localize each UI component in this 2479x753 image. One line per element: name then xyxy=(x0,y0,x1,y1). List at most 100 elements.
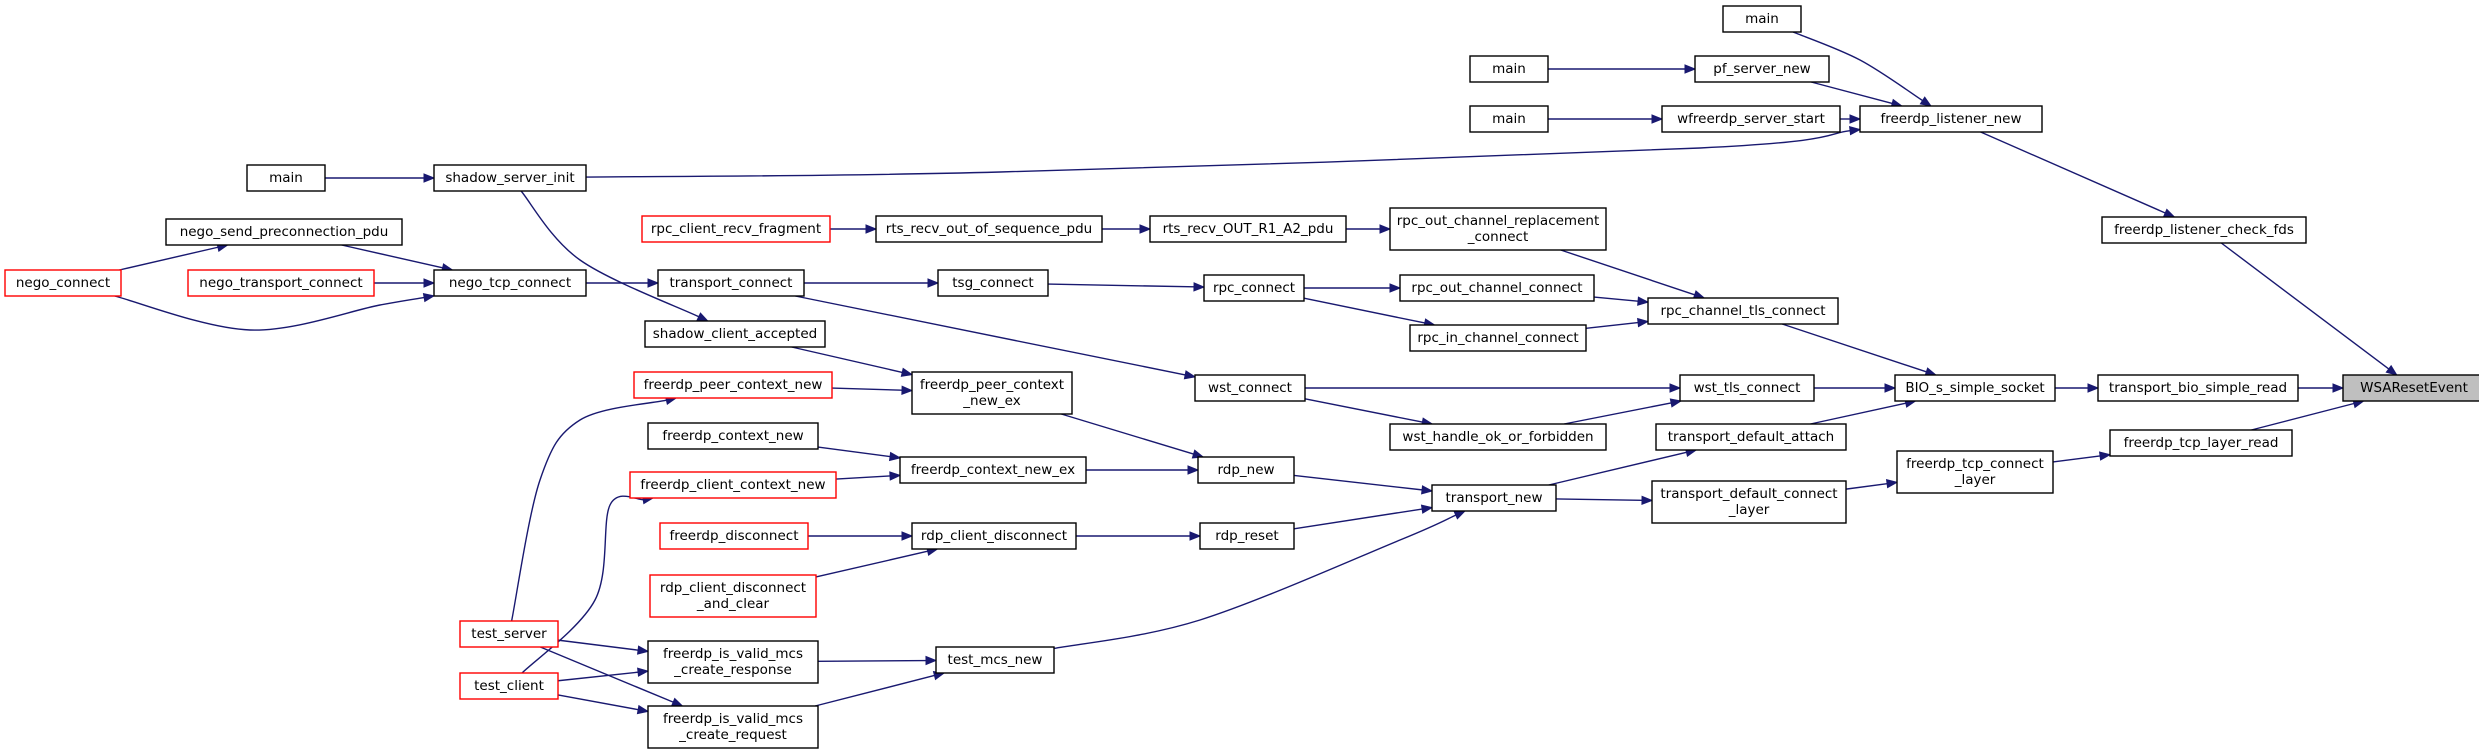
node-freerdp_tcp_connect_layer[interactable]: freerdp_tcp_connect_layer xyxy=(1896,450,2054,494)
node-test_mcs_new[interactable]: test_mcs_new xyxy=(935,646,1055,674)
node-rpc_out_channel_connect[interactable]: rpc_out_channel_connect xyxy=(1399,274,1595,302)
node-box xyxy=(1896,450,2054,494)
arrowhead-icon xyxy=(636,645,650,655)
node-freerdp_listener_check_fds[interactable]: freerdp_listener_check_fds xyxy=(2101,216,2307,244)
node-freerdp_is_valid_mcs_create_request[interactable]: freerdp_is_valid_mcs_create_request xyxy=(647,705,819,749)
node-nego_send_preconnection_pdu[interactable]: nego_send_preconnection_pdu xyxy=(165,218,403,246)
node-main_2[interactable]: main xyxy=(1469,55,1549,83)
edge-test_server-to-freerdp_is_valid_mcs_create_request xyxy=(540,646,674,703)
node-shadow_server_init[interactable]: shadow_server_init xyxy=(433,164,587,192)
node-rdp_new[interactable]: rdp_new xyxy=(1197,456,1295,484)
node-label: freerdp_tcp_connect xyxy=(1906,456,2044,472)
node-box xyxy=(659,522,809,550)
edge-layer xyxy=(114,31,2398,715)
node-label: test_client xyxy=(474,678,544,694)
node-main_4[interactable]: main xyxy=(246,164,326,192)
node-transport_default_connect_layer[interactable]: transport_default_connect_layer xyxy=(1651,480,1847,524)
arrowhead-icon xyxy=(1919,96,1933,107)
edge-rpc_out_channel_connect-to-rpc_channel_tls_connect xyxy=(1593,296,1639,302)
node-wfreerdp_server_start[interactable]: wfreerdp_server_start xyxy=(1661,105,1841,133)
node-box xyxy=(459,672,559,700)
node-rdp_client_disconnect[interactable]: rdp_client_disconnect xyxy=(911,522,1077,550)
node-rpc_channel_tls_connect[interactable]: rpc_channel_tls_connect xyxy=(1647,297,1839,325)
node-wst_connect[interactable]: wst_connect xyxy=(1194,374,1306,402)
node-transport_bio_simple_read[interactable]: transport_bio_simple_read xyxy=(2097,374,2299,402)
node-box xyxy=(629,471,837,499)
node-freerdp_peer_context_new_ex[interactable]: freerdp_peer_context_new_ex xyxy=(911,371,1073,415)
node-tsg_connect[interactable]: tsg_connect xyxy=(937,269,1049,297)
node-rts_recv_OUT_R1_A2_pdu[interactable]: rts_recv_OUT_R1_A2_pdu xyxy=(1149,215,1347,243)
node-wst_tls_connect[interactable]: wst_tls_connect xyxy=(1679,374,1815,402)
node-freerdp_listener_new[interactable]: freerdp_listener_new xyxy=(1859,105,2043,133)
arrowhead-icon xyxy=(1637,317,1650,328)
arrowhead-icon xyxy=(1193,282,1206,292)
arrowhead-icon xyxy=(2385,364,2398,376)
node-box xyxy=(633,371,833,399)
node-label: _layer xyxy=(1954,472,1996,488)
arrowhead-icon xyxy=(927,278,940,288)
edge-pf_server_new-to-freerdp_listener_new xyxy=(1810,81,1893,105)
edge-shadow_client_accepted-to-freerdp_peer_context_new_ex xyxy=(791,346,903,374)
node-label: tsg_connect xyxy=(952,275,1033,291)
arrowhead-icon xyxy=(900,367,914,377)
node-box xyxy=(1149,215,1347,243)
edge-tsg_connect-to-rpc_connect xyxy=(1047,283,1195,288)
node-label: freerdp_peer_context_new xyxy=(644,377,823,393)
edge-test_mcs_new-to-transport_new xyxy=(1053,514,1457,650)
node-rpc_out_channel_replacement_connect[interactable]: rpc_out_channel_replacement_connect xyxy=(1389,207,1607,251)
node-WSAResetEvent[interactable]: WSAResetEvent xyxy=(2342,374,2479,402)
node-label: wst_connect xyxy=(1208,380,1292,396)
node-box xyxy=(459,620,559,648)
node-box xyxy=(937,269,1049,297)
node-rdp_reset[interactable]: rdp_reset xyxy=(1199,522,1295,550)
node-label: freerdp_context_new xyxy=(662,428,803,444)
node-label: transport_new xyxy=(1445,490,1542,506)
node-nego_transport_connect[interactable]: nego_transport_connect xyxy=(187,269,375,297)
node-transport_connect[interactable]: transport_connect xyxy=(657,269,805,297)
node-label: rpc_in_channel_connect xyxy=(1417,330,1578,346)
node-freerdp_client_context_new[interactable]: freerdp_client_context_new xyxy=(629,471,837,499)
node-transport_new[interactable]: transport_new xyxy=(1431,484,1557,512)
node-label: wfreerdp_server_start xyxy=(1677,111,1825,127)
node-freerdp_context_new[interactable]: freerdp_context_new xyxy=(647,422,819,450)
node-freerdp_tcp_layer_read[interactable]: freerdp_tcp_layer_read xyxy=(2109,429,2293,457)
node-box xyxy=(1203,274,1305,302)
node-label: transport_default_attach xyxy=(1668,429,1835,445)
node-rpc_in_channel_connect[interactable]: rpc_in_channel_connect xyxy=(1409,324,1587,352)
node-rpc_client_recv_fragment[interactable]: rpc_client_recv_fragment xyxy=(641,215,831,243)
node-box xyxy=(657,269,805,297)
node-label: rpc_client_recv_fragment xyxy=(651,221,821,237)
arrowhead-icon xyxy=(925,655,938,666)
node-transport_default_attach[interactable]: transport_default_attach xyxy=(1655,423,1847,451)
node-nego_connect[interactable]: nego_connect xyxy=(4,269,122,297)
node-box xyxy=(647,705,819,749)
node-shadow_client_accepted[interactable]: shadow_client_accepted xyxy=(644,320,826,348)
node-freerdp_context_new_ex[interactable]: freerdp_context_new_ex xyxy=(899,456,1087,484)
node-rdp_client_disconnect_and_clear[interactable]: rdp_client_disconnect_and_clear xyxy=(649,574,817,618)
node-label: test_server xyxy=(471,626,547,642)
node-rts_recv_out_of_sequence_pdu[interactable]: rts_recv_out_of_sequence_pdu xyxy=(875,215,1103,243)
node-freerdp_peer_context_new[interactable]: freerdp_peer_context_new xyxy=(633,371,833,399)
node-test_client[interactable]: test_client xyxy=(459,672,559,700)
edge-rpc_channel_tls_connect-to-BIO_s_simple_socket xyxy=(1781,323,1927,373)
node-label: wst_tls_connect xyxy=(1694,380,1801,396)
node-box xyxy=(899,456,1087,484)
node-freerdp_disconnect[interactable]: freerdp_disconnect xyxy=(659,522,809,550)
node-label: main xyxy=(269,170,303,186)
node-pf_server_new[interactable]: pf_server_new xyxy=(1694,55,1830,83)
node-nego_tcp_connect[interactable]: nego_tcp_connect xyxy=(433,269,587,297)
edge-main_1-to-freerdp_listener_new xyxy=(1792,31,1923,102)
node-label: WSAResetEvent xyxy=(2360,380,2468,396)
node-BIO_s_simple_socket[interactable]: BIO_s_simple_socket xyxy=(1894,374,2056,402)
node-box xyxy=(1399,274,1595,302)
node-freerdp_is_valid_mcs_create_response[interactable]: freerdp_is_valid_mcs_create_response xyxy=(647,640,819,684)
node-box xyxy=(433,269,587,297)
node-label: pf_server_new xyxy=(1713,61,1810,77)
arrowhead-icon xyxy=(1453,510,1467,520)
node-wst_handle_ok_or_forbidden[interactable]: wst_handle_ok_or_forbidden xyxy=(1389,423,1607,451)
node-test_server[interactable]: test_server xyxy=(459,620,559,648)
node-rpc_connect[interactable]: rpc_connect xyxy=(1203,274,1305,302)
node-main_1[interactable]: main xyxy=(1722,5,1802,33)
node-main_3[interactable]: main xyxy=(1469,105,1549,133)
